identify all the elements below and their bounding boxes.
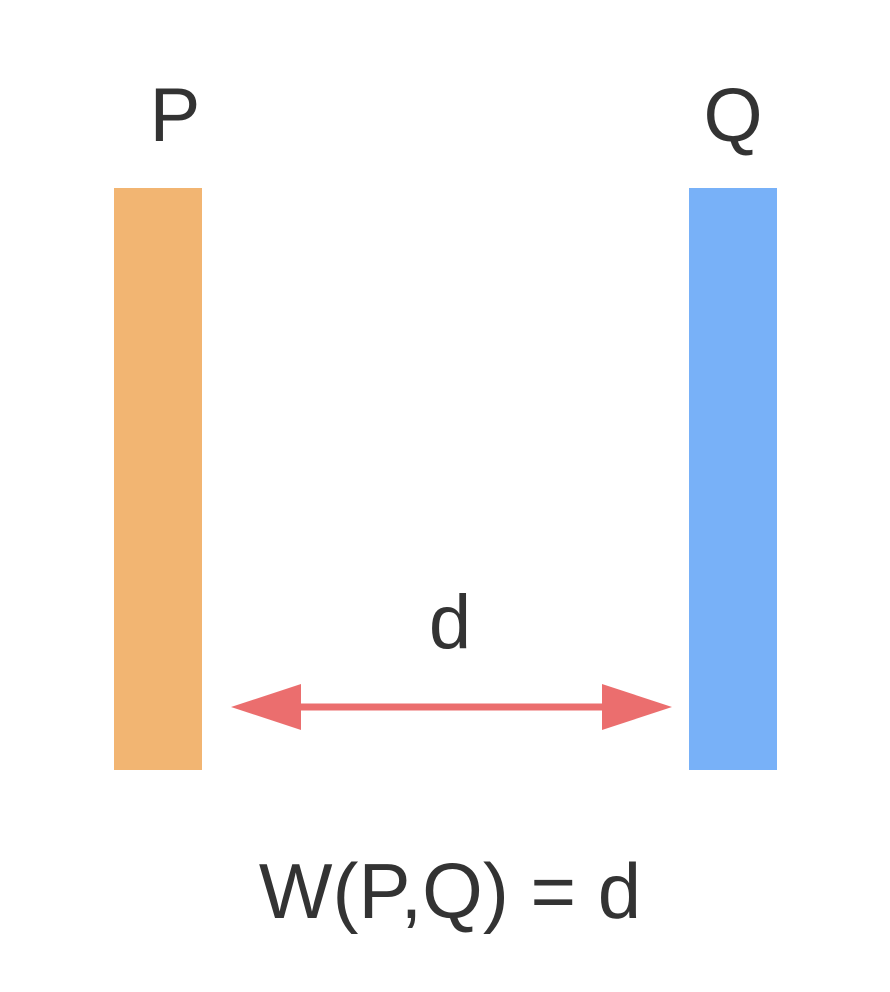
distance-label: d	[428, 580, 472, 665]
distribution-p-label: P	[149, 73, 201, 158]
distance-arrowhead-left	[231, 684, 301, 730]
distribution-p-bar	[114, 188, 202, 770]
distribution-q-label: Q	[703, 73, 763, 158]
wasserstein-formula: W(P,Q) = d	[258, 847, 642, 935]
distribution-q-bar	[689, 188, 777, 770]
distance-arrowhead-right	[602, 684, 672, 730]
